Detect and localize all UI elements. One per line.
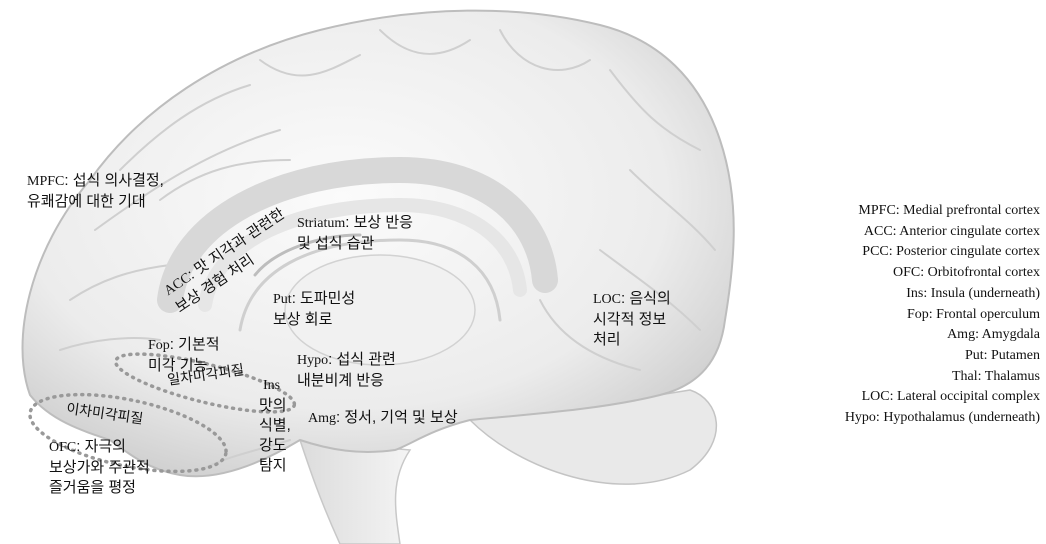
legend-item: Fop: Frontal operculum [740, 305, 1040, 326]
label-amg: Amg: 정서, 기억 및 보상 [308, 408, 458, 429]
abbreviation-legend: MPFC: Medial prefrontal cortex ACC: Ante… [740, 201, 1040, 429]
label-fop-abbr: Fop [148, 338, 170, 353]
label-put-abbr: Put [273, 292, 292, 307]
legend-item: Put: Putamen [740, 346, 1040, 367]
label-hypo-abbr: Hypo [297, 353, 328, 368]
label-mpfc-abbr: MPFC [27, 174, 64, 189]
label-ofc: OFC: 자극의 보상가와 주관적 즐거움을 평정 [49, 437, 150, 498]
label-striatum: Striatum: 보상 반응 및 섭식 습관 [297, 213, 413, 254]
label-striatum-abbr: Striatum [297, 216, 345, 231]
legend-item: Hypo: Hypothalamus (underneath) [740, 408, 1040, 429]
legend-item: Thal: Thalamus [740, 367, 1040, 388]
label-amg-text: 정서, 기억 및 보상 [344, 409, 457, 426]
label-ins: Ins 맛의 식별, 강도 탐지 [259, 375, 291, 476]
legend-item: OFC: Orbitofrontal cortex [740, 263, 1040, 284]
legend-item: MPFC: Medial prefrontal cortex [740, 201, 1040, 222]
label-ofc-abbr: OFC [49, 440, 76, 455]
label-mpfc: MPFC: 섭식 의사결정, 유쾌감에 대한 기대 [27, 171, 164, 212]
label-loc: LOC: 음식의 시각적 정보 처리 [593, 289, 671, 350]
legend-item: Ins: Insula (underneath) [740, 284, 1040, 305]
brainstem [300, 440, 410, 544]
legend-item: LOC: Lateral occipital complex [740, 387, 1040, 408]
label-hypo: Hypo: 섭식 관련 내분비계 반응 [297, 350, 396, 391]
label-ins-text: 맛의 식별, 강도 탐지 [259, 397, 291, 474]
legend-item: ACC: Anterior cingulate cortex [740, 222, 1040, 243]
label-amg-abbr: Amg [308, 411, 336, 426]
label-ins-abbr: Ins [263, 376, 280, 396]
label-put: Put: 도파민성 보상 회로 [273, 289, 355, 330]
label-loc-abbr: LOC [593, 292, 621, 307]
legend-item: PCC: Posterior cingulate cortex [740, 242, 1040, 263]
legend-item: Amg: Amygdala [740, 325, 1040, 346]
